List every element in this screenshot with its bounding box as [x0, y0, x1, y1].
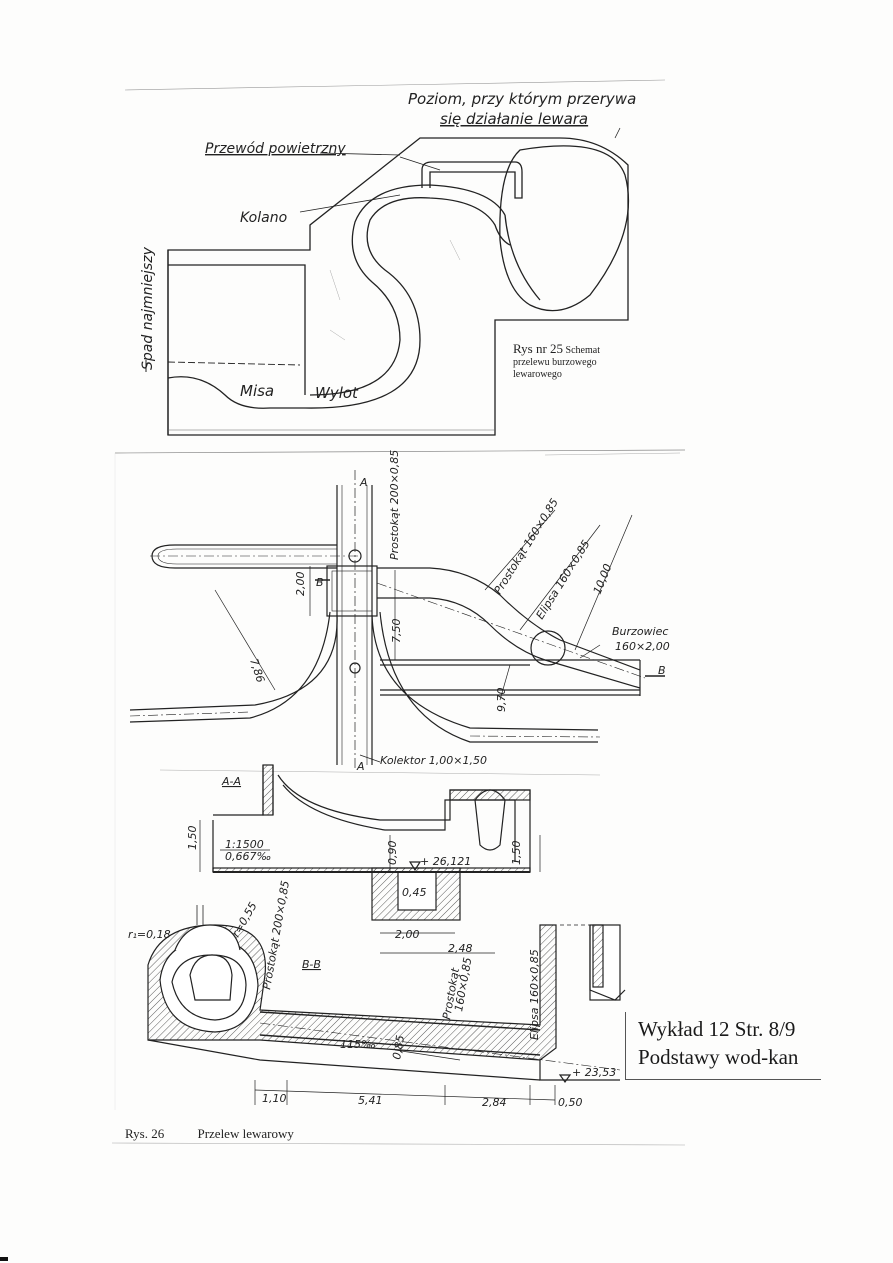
elbow-label: Kolano [240, 210, 287, 226]
aa-dim-045: 0,45 [402, 886, 427, 899]
lecture-footer: Wykład 12 Str. 8/9 Podstawy wod-kan [625, 1012, 821, 1080]
aa-slope-ratio: 1:1500 [225, 838, 264, 851]
rys26-title: Przelew lewarowy [197, 1126, 294, 1141]
bb-dim-050: 0,50 [558, 1096, 583, 1109]
siphon-schematic [114, 79, 686, 456]
section-aa-title: A-A [221, 775, 241, 788]
dim-1000: 10,00 [591, 562, 615, 596]
dim-750: 7,50 [390, 619, 403, 644]
outlet-label: Wylot [315, 384, 359, 402]
bb-dim-085: 0,85 [390, 1034, 407, 1060]
section-aa [159, 764, 601, 954]
dim-970: 9,70 [495, 688, 508, 713]
aa-dim-150: 1,50 [186, 826, 199, 851]
section-b-left-label: B [316, 576, 324, 589]
section-a-top-label: A [359, 476, 368, 489]
bb-rect-200: Prostokąt 200×0,85 [260, 880, 292, 991]
footer-line1: Wykład 12 Str. 8/9 [638, 1017, 796, 1041]
aa-dim-248: 2,48 [448, 942, 473, 955]
bb-dim-110: 1,10 [262, 1092, 287, 1105]
slope-label: Spad najmniejszy [140, 246, 156, 370]
rys26-caption: Rys. 26 Przelew lewarowy [125, 1126, 324, 1142]
dim-786: 7,86 [247, 657, 267, 684]
basin-label: Misa [240, 382, 274, 400]
section-bb-title: B-B [302, 958, 321, 971]
footer-line2: Podstawy wod-kan [638, 1045, 799, 1069]
aa-dim-090: 0,90 [386, 841, 399, 866]
collector-label: Kolektor 1,00×1,50 [380, 754, 487, 767]
bb-slope: 115‰ [340, 1038, 376, 1051]
aa-dim-150b: 1,50 [510, 841, 523, 866]
level-label-line1: Poziom, przy którym przerywa [408, 90, 636, 108]
plan-view [129, 470, 665, 770]
section-bb [147, 905, 626, 1105]
aa-slope-permille: 0,667‰ [225, 850, 271, 863]
aa-dim-200: 2,00 [395, 928, 420, 941]
bb-radius1: r₁=0,18 [128, 928, 171, 941]
storm-overflow-label: Burzowiec [612, 625, 668, 638]
rys25-number: Rys nr 25 [513, 341, 564, 356]
rys26-number: Rys. 26 [125, 1126, 165, 1141]
rys25-text2: przelewu burzowego [513, 357, 597, 368]
air-duct-label: Przewód powietrzny [205, 141, 346, 157]
rect-200-dim: Prostokąt 200×0,85 [388, 450, 401, 560]
bb-dim-284: 2,84 [482, 1096, 507, 1109]
rys25-text3: lewarowego [513, 369, 562, 380]
bb-ellipse: Elipsa 160×0,85 [528, 949, 541, 1040]
aa-level: + 26,121 [420, 855, 471, 868]
bb-dim-541: 5,41 [358, 1094, 383, 1107]
rys25-text1: Schemat [565, 345, 600, 356]
bb-level: + 23,53 [572, 1066, 616, 1079]
ellipse-dim: Elipsa 160×0,85 [534, 538, 593, 622]
section-b-right-label: B [658, 664, 666, 677]
storm-overflow-dim: 160×2,00 [615, 640, 670, 653]
bottom-rule [111, 1142, 686, 1146]
rys25-caption: Rys nr 25 Schemat przelewu burzowego lew… [513, 341, 663, 381]
section-a-bottom-label: A [356, 760, 365, 773]
dim-200: 2,00 [294, 572, 307, 597]
scan-mark [0, 1257, 8, 1261]
level-label-line2: się działanie lewara [440, 110, 588, 128]
rect-160-dim: Prostokąt 160×0,85 [492, 496, 561, 596]
